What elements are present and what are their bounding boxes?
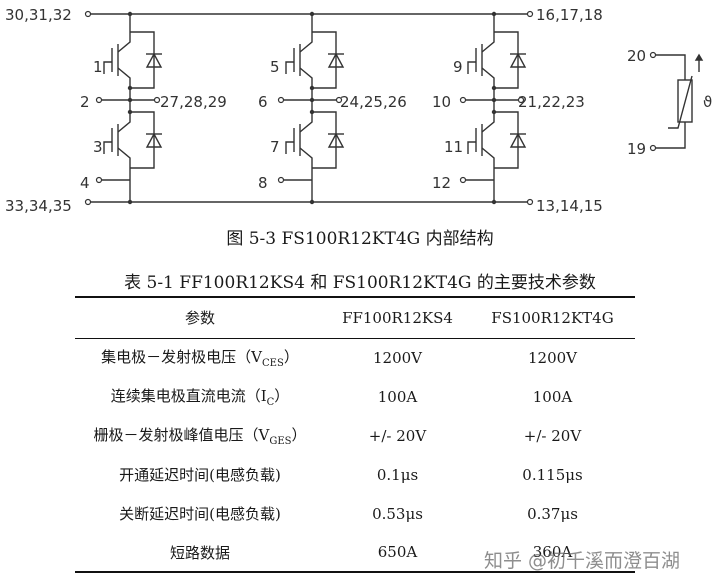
value-b: 100A <box>532 387 573 406</box>
value-a: 0.53μs <box>372 504 423 523</box>
igbt-leg-3 <box>459 11 527 205</box>
value-b: 360A <box>532 543 573 561</box>
figure-caption: 图 5-3 FS100R12KT4G 内部结构 <box>226 229 494 249</box>
value-a: 1200V <box>372 348 422 367</box>
header-fs100r12kt4g: FS100R12KT4G <box>491 308 614 327</box>
table-row: 开通延迟时间(电感负载) 0.1μs 0.115μs <box>75 455 635 494</box>
pin-out-3: 21,22,23 <box>518 93 585 111</box>
value-a: 0.1μs <box>376 465 419 484</box>
pin-gate-7: 7 <box>270 138 280 156</box>
value-a: +/- 20V <box>368 426 427 445</box>
pin-emitter-12: 12 <box>432 174 451 192</box>
value-a: 650A <box>377 543 418 561</box>
value-b: +/- 20V <box>523 426 582 445</box>
pin-out-1: 27,28,29 <box>160 93 227 111</box>
value-a: 100A <box>377 387 418 406</box>
value-b: 0.115μs <box>522 465 583 484</box>
table-header-row: 参数 FF100R12KS4 FS100R12KT4G <box>75 297 635 338</box>
table-caption: 表 5-1 FF100R12KS4 和 FS100R12KT4G 的主要技术参数 <box>124 273 596 293</box>
pin-bottom-right: 13,14,15 <box>536 197 603 215</box>
pin-emitter-8: 8 <box>258 174 268 192</box>
param-cell: 集电极－发射极电压（VCES） <box>101 348 299 370</box>
table-row: 集电极－发射极电压（VCES） 1200V 1200V <box>75 338 635 377</box>
param-cell: 短路数据 <box>169 543 230 562</box>
param-cell: 关断延迟时间(电感负载) <box>119 505 281 523</box>
value-b: 1200V <box>527 348 577 367</box>
pin-emitter-4: 4 <box>80 174 90 192</box>
pin-gate-1: 1 <box>93 58 103 76</box>
pin-emitter-6: 6 <box>258 93 268 111</box>
pin-gate-3: 3 <box>93 138 103 156</box>
header-param: 参数 <box>184 309 215 328</box>
pin-emitter-10: 10 <box>432 93 451 111</box>
spec-table: 参数 FF100R12KS4 FS100R12KT4G 集电极－发射极电压（VC… <box>75 296 635 573</box>
watermark: 知乎 @初千溪而澄百湖 <box>484 550 681 572</box>
igbt-module-schematic: 30,31,32 16,17,18 33,34,35 13,14,15 1 2 … <box>5 6 712 215</box>
table-row: 连续集电极直流电流（IC） 100A 100A <box>75 377 635 416</box>
pin-gate-9: 9 <box>453 58 463 76</box>
igbt-leg-1 <box>95 11 163 205</box>
table-row: 栅极－发射极峰值电压（VGES） +/- 20V +/- 20V <box>75 416 635 455</box>
pin-top-left: 30,31,32 <box>5 6 72 24</box>
pin-ntc-20: 20 <box>627 47 646 65</box>
param-cell: 连续集电极直流电流（IC） <box>110 387 290 408</box>
pin-gate-11: 11 <box>444 138 463 156</box>
ntc-theta-symbol: ϑ <box>703 93 712 111</box>
table-row: 关断延迟时间(电感负载) 0.53μs 0.37μs <box>75 494 635 533</box>
ntc-thermistor <box>649 51 704 152</box>
pin-ntc-19: 19 <box>627 140 646 158</box>
param-cell: 开通延迟时间(电感负载) <box>119 466 281 484</box>
value-b: 0.37μs <box>527 504 578 523</box>
pin-gate-5: 5 <box>270 58 280 76</box>
param-cell: 栅极－发射极峰值电压（VGES） <box>93 426 307 447</box>
pin-out-2: 24,25,26 <box>340 93 407 111</box>
header-ff100r12ks4: FF100R12KS4 <box>342 308 453 327</box>
igbt-leg-2 <box>277 11 345 205</box>
pin-emitter-2: 2 <box>80 93 90 111</box>
table-row: 短路数据 650A 360A <box>75 533 635 572</box>
pin-top-right: 16,17,18 <box>536 6 603 24</box>
pin-bottom-left: 33,34,35 <box>5 197 72 215</box>
